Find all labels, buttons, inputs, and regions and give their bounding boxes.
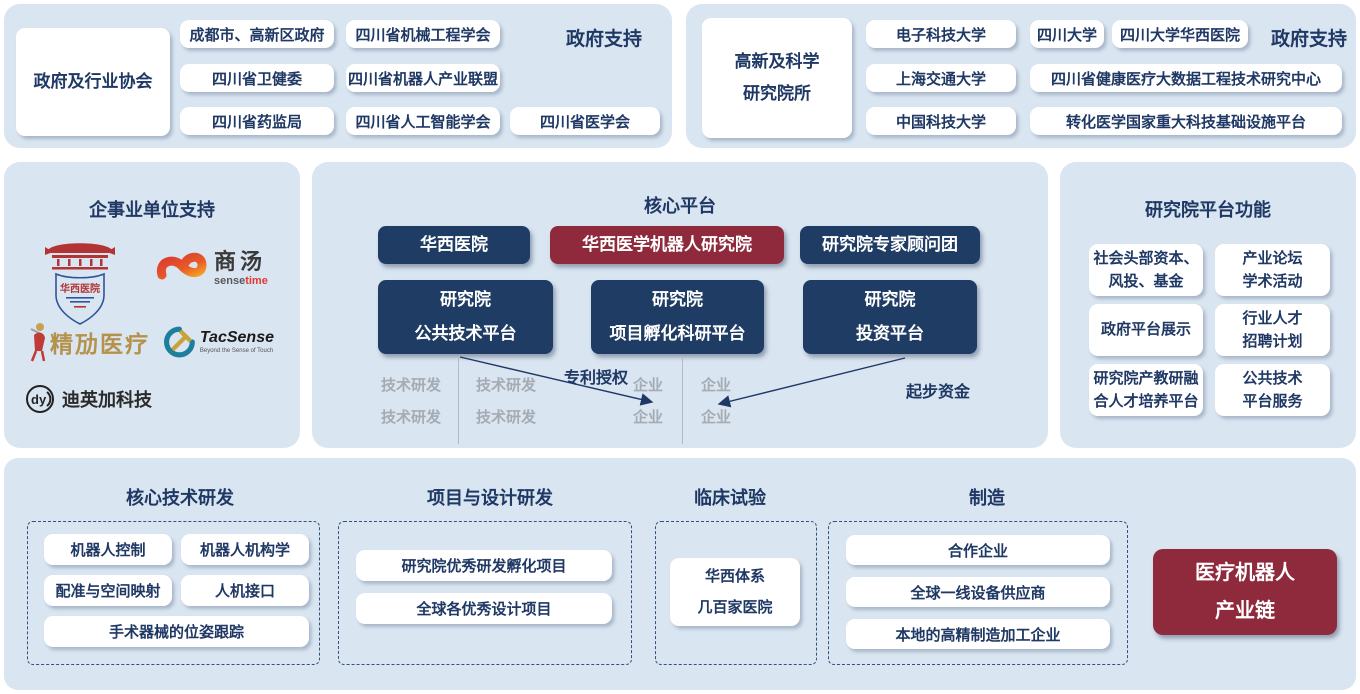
- core-tech-item: 人机接口: [181, 575, 309, 606]
- functions-panel-title: 研究院平台功能: [1145, 200, 1271, 220]
- function-box: 社会头部资本、 风投、基金: [1089, 244, 1203, 296]
- separator-line: [682, 356, 683, 444]
- core-platform-panel: 核心平台 华西医院 华西医学机器人研究院 研究院专家顾问团 研究院 公共技术平台…: [312, 162, 1048, 448]
- sensetime-logo: 商汤 sensetime: [156, 242, 276, 296]
- industry-chain-panel: 核心技术研发 项目与设计研发 临床试验 制造 机器人控制 机器人机构学 配准与空…: [4, 458, 1356, 690]
- enterprise-label: 企业: [632, 409, 663, 426]
- clinical-item: 华西体系 几百家医院: [670, 558, 800, 626]
- gov-item: 四川省卫健委: [180, 64, 334, 92]
- core-tech-item: 配准与空间映射: [44, 575, 172, 606]
- tacsense-name-text: TacSense: [199, 329, 274, 346]
- gov-item: 四川省药监局: [180, 107, 334, 135]
- academy-item: 电子科技大学: [866, 20, 1016, 48]
- manufacturing-item: 全球一线设备供应商: [846, 577, 1110, 607]
- flow-arrows: [459, 356, 906, 408]
- core-box-expert-advisors: 研究院专家顾问团: [800, 226, 980, 264]
- tacsense-mark-icon: [164, 326, 195, 358]
- diyingjia-monogram-icon: dy: [26, 385, 54, 413]
- diyingjia-logo: dy 迪英加科技: [24, 382, 160, 416]
- separator-line: [458, 356, 459, 444]
- gov-item: 四川省机械工程学会: [346, 20, 500, 48]
- hospital-emblem-icon: 华西医院: [45, 243, 115, 325]
- projects-group: [338, 521, 632, 665]
- clinical-title: 临床试验: [694, 488, 766, 508]
- manufacturing-item: 合作企业: [846, 535, 1110, 565]
- diyingjia-text: 迪英加科技: [62, 390, 152, 410]
- core-box-investment-platform: 研究院 投资平台: [803, 280, 977, 354]
- manufacturing-title: 制造: [969, 488, 1005, 508]
- tacsense-tagline-text: Beyond the Sense of Touch: [199, 348, 274, 354]
- jingmai-text: 精劢医疗: [50, 331, 150, 357]
- tacsense-logo: TacSense Beyond the Sense of Touch: [164, 322, 274, 362]
- gov-item: 四川省医学会: [510, 107, 660, 135]
- function-box: 研究院产教研融 合人才培养平台: [1089, 364, 1203, 416]
- core-panel-title: 核心平台: [644, 196, 716, 216]
- enterprise-label: 企业: [632, 377, 663, 394]
- tech-rd-label: 技术研发: [475, 409, 536, 426]
- academy-item: 上海交通大学: [866, 64, 1016, 92]
- core-tech-group: [27, 521, 320, 665]
- enterprise-label: 企业: [700, 377, 731, 394]
- academy-item: 四川大学: [1030, 20, 1104, 48]
- category-box-academy: 高新及科学 研究院所: [702, 18, 852, 138]
- patent-license-label: 专利授权: [563, 370, 628, 387]
- academy-support-panel: 高新及科学 研究院所 电子科技大学 上海交通大学 中国科技大学 四川大学 四川大…: [686, 4, 1356, 148]
- core-tech-item: 机器人控制: [44, 534, 172, 565]
- gov-item: 四川省机器人产业联盟: [346, 64, 500, 92]
- jingmai-medical-logo: 精劢医疗: [26, 320, 152, 364]
- west-china-hospital-logo: 华西医院: [44, 228, 116, 330]
- core-box-huaxi-hospital: 华西医院: [378, 226, 530, 264]
- gov-support-label: 政府支持: [565, 29, 642, 50]
- academy-item: 中国科技大学: [866, 107, 1016, 135]
- patent-arrow: [459, 356, 654, 406]
- core-box-medical-robot-institute: 华西医学机器人研究院: [550, 226, 784, 264]
- svg-text:华西医院: 华西医院: [60, 282, 100, 295]
- enterprise-support-panel: 企事业单位支持 华西医院: [4, 162, 300, 448]
- academy-support-label: 政府支持: [1270, 29, 1347, 50]
- enterprise-label: 企业: [700, 409, 731, 426]
- gov-item: 四川省人工智能学会: [346, 107, 500, 135]
- function-box: 公共技术 平台服务: [1215, 364, 1330, 416]
- sensetime-en-text: sensetime: [214, 275, 268, 287]
- startup-fund-label: 起步资金: [905, 384, 970, 401]
- jingmai-figure-icon: [30, 323, 46, 362]
- project-item: 研究院优秀研发孵化项目: [356, 550, 612, 581]
- core-tech-title: 核心技术研发: [126, 488, 234, 508]
- category-box-government: 政府及行业协会: [16, 28, 170, 136]
- projects-title: 项目与设计研发: [427, 488, 553, 508]
- manufacturing-group: [828, 521, 1128, 665]
- government-support-panel: 政府及行业协会 成都市、高新区政府 四川省卫健委 四川省药监局 四川省机械工程学…: [4, 4, 672, 148]
- core-tech-item: 手术器械的位姿跟踪: [44, 616, 309, 647]
- academy-item: 四川大学华西医院: [1112, 20, 1248, 48]
- svg-text:dy: dy: [31, 392, 47, 407]
- function-box: 政府平台展示: [1089, 304, 1203, 356]
- fund-arrow: [717, 357, 906, 408]
- function-box: 产业论坛 学术活动: [1215, 244, 1330, 296]
- sensetime-swoosh-icon: [156, 252, 207, 280]
- function-box: 行业人才 招聘计划: [1215, 304, 1330, 356]
- project-item: 全球各优秀设计项目: [356, 593, 612, 624]
- core-box-incubation-platform: 研究院 项目孵化科研平台: [591, 280, 764, 354]
- enterprise-panel-title: 企事业单位支持: [89, 200, 215, 220]
- clinical-group: [655, 521, 817, 665]
- academy-item: 转化医学国家重大科技基础设施平台: [1030, 107, 1342, 135]
- gov-item: 成都市、高新区政府: [180, 20, 334, 48]
- academy-item: 四川省健康医疗大数据工程技术研究中心: [1030, 64, 1342, 92]
- core-tech-item: 机器人机构学: [181, 534, 309, 565]
- platform-functions-panel: 研究院平台功能 社会头部资本、 风投、基金 产业论坛 学术活动 政府平台展示 行…: [1060, 162, 1356, 448]
- core-box-public-tech-platform: 研究院 公共技术平台: [378, 280, 553, 354]
- manufacturing-item: 本地的高精制造加工企业: [846, 619, 1110, 649]
- sensetime-cn-text: 商汤: [214, 249, 267, 274]
- tech-rd-label: 技术研发: [380, 377, 441, 394]
- medical-robot-chain-box: 医疗机器人 产业链: [1153, 549, 1337, 635]
- tech-rd-label: 技术研发: [380, 409, 441, 426]
- tech-rd-label: 技术研发: [475, 377, 536, 394]
